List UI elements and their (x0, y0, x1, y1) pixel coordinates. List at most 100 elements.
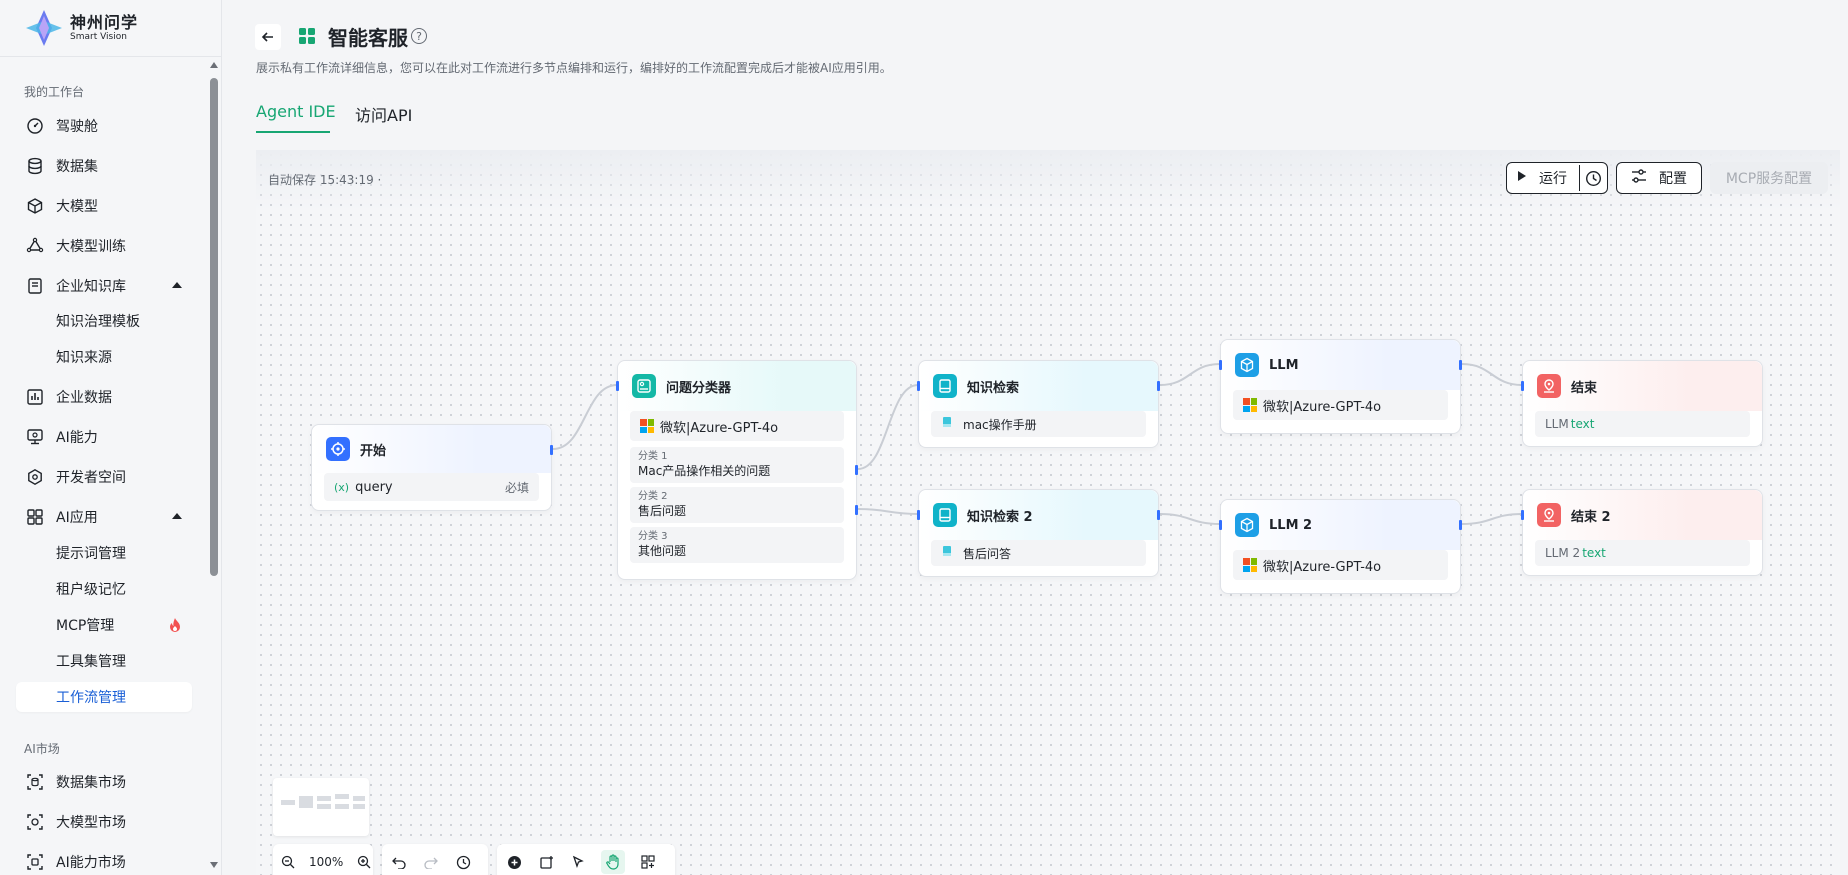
node-llm-2[interactable]: LLM 2 微软|Azure-GPT-4o (1219, 499, 1462, 594)
minimap-node (335, 804, 349, 809)
required-tag: 必填 (504, 480, 529, 495)
zoom-level[interactable]: 100% (309, 855, 344, 869)
sidebar-item-training[interactable]: 大模型训练 (16, 230, 192, 262)
sidebar-item-toolset[interactable]: 工具集管理 (56, 654, 126, 670)
ref-var: text (1570, 417, 1595, 431)
knowledge-doc[interactable]: mac操作手册 (931, 411, 1146, 437)
end-icon (1537, 374, 1561, 398)
run-button[interactable]: 运行 (1506, 162, 1608, 194)
output-port[interactable] (855, 465, 858, 475)
class-label: 分类 2 (638, 491, 668, 502)
model-selector[interactable]: 微软|Azure-GPT-4o (1233, 390, 1448, 420)
output-port[interactable] (1157, 510, 1160, 520)
sidebar-item-ai-market[interactable]: AI能力市场 (16, 846, 192, 875)
model-name: 微软|Azure-GPT-4o (1263, 559, 1382, 575)
help-icon[interactable]: ? (411, 28, 427, 44)
sidebar-item-prompt[interactable]: 提示词管理 (56, 546, 126, 562)
output-port[interactable] (1459, 520, 1462, 530)
divider (0, 56, 222, 57)
scroll-up-icon[interactable] (210, 62, 218, 68)
mcp-config-button[interactable]: MCP服务配置 (1710, 162, 1828, 194)
zoom-toolbar: 100% (273, 844, 373, 875)
input-port[interactable] (917, 381, 920, 391)
sidebar-item-model-market[interactable]: 大模型市场 (16, 806, 192, 838)
sidebar-item-ai-capability[interactable]: AI能力 (16, 421, 192, 453)
node-llm[interactable]: LLM 微软|Azure-GPT-4o (1219, 339, 1462, 434)
sidebar-item-cockpit[interactable]: 驾驶舱 (16, 110, 192, 142)
zoom-in-icon[interactable] (357, 853, 371, 871)
class-label: 分类 1 (638, 451, 668, 462)
collapse-icon[interactable] (172, 282, 182, 288)
sidebar-item-label: 数据集市场 (56, 775, 126, 791)
node-knowledge-retrieval[interactable]: 知识检索 mac操作手册 (917, 360, 1160, 448)
run-history-icon[interactable] (1585, 170, 1602, 191)
add-node-icon[interactable] (505, 853, 523, 871)
model-selector[interactable]: 微软|Azure-GPT-4o (1233, 550, 1448, 580)
add-note-icon[interactable] (537, 853, 555, 871)
sidebar-item-workflow[interactable]: 工作流管理 (16, 682, 192, 712)
undo-icon[interactable] (390, 853, 408, 871)
model-selector[interactable]: 微软|Azure-GPT-4o (630, 411, 844, 441)
output-port[interactable] (1459, 360, 1462, 370)
config-button[interactable]: 配置 (1616, 162, 1702, 194)
input-port[interactable] (1521, 381, 1524, 391)
node-start[interactable]: 开始 (x) query 必填 (311, 424, 553, 511)
sidebar-item-label: AI能力 (56, 430, 98, 446)
canvas-minimap[interactable] (273, 778, 369, 836)
sidebar-item-model[interactable]: 大模型 (16, 190, 192, 222)
sidebar-item-knowledge[interactable]: 企业知识库 (16, 270, 192, 302)
input-port[interactable] (1219, 360, 1222, 370)
sidebar-item-governance-template[interactable]: 知识治理模板 (56, 314, 140, 330)
sidebar-item-mcp[interactable]: MCP管理 (16, 610, 192, 640)
sidebar-item-label: 大模型 (56, 199, 98, 215)
sidebar-item-enterprise-data[interactable]: 企业数据 (16, 381, 192, 413)
layout-icon[interactable] (639, 853, 657, 871)
class-item[interactable]: 分类 2 售后问题 (630, 487, 844, 523)
output-port[interactable] (855, 505, 858, 515)
redo-icon[interactable] (422, 853, 440, 871)
tab-access-api[interactable]: 访问API (355, 106, 413, 125)
zoom-out-icon[interactable] (281, 853, 295, 871)
scroll-down-icon[interactable] (210, 862, 218, 868)
back-button[interactable] (255, 24, 281, 50)
sidebar-item-tenant-memory[interactable]: 租户级记忆 (56, 582, 126, 598)
node-knowledge-retrieval-2[interactable]: 知识检索 2 售后问答 (917, 489, 1160, 577)
history-icon[interactable] (454, 853, 472, 871)
autosave-status: 自动保存 15:43:19 · (268, 173, 382, 187)
sidebar-item-developer[interactable]: 开发者空间 (16, 461, 192, 493)
scroll-thumb[interactable] (210, 78, 218, 576)
brand-logo[interactable]: 神州问学 Smart Vision (24, 8, 138, 48)
sidebar-item-label: 大模型市场 (56, 815, 126, 831)
knowledge-doc[interactable]: 售后问答 (931, 540, 1146, 566)
sidebar-item-knowledge-source[interactable]: 知识来源 (56, 350, 112, 366)
model-market-icon (26, 813, 44, 831)
sidebar-item-dataset[interactable]: 数据集 (16, 150, 192, 182)
input-port[interactable] (1219, 520, 1222, 530)
class-item[interactable]: 分类 1 Mac产品操作相关的问题 (630, 447, 844, 483)
output-port[interactable] (1157, 381, 1160, 391)
end-output-ref[interactable]: LLM 2 text (1535, 540, 1750, 566)
training-icon (26, 237, 44, 255)
sidebar-scrollbar[interactable] (209, 60, 219, 870)
class-item[interactable]: 分类 3 其他问题 (630, 527, 844, 563)
input-port[interactable] (917, 510, 920, 520)
book-icon (933, 374, 957, 398)
end-output-ref[interactable]: LLM text (1535, 411, 1750, 437)
pointer-icon[interactable] (569, 853, 587, 871)
output-port[interactable] (550, 445, 553, 455)
node-end[interactable]: 结束 LLM text (1521, 360, 1763, 447)
tab-agent-ide[interactable]: Agent IDE (256, 102, 336, 121)
sidebar-item-dataset-market[interactable]: 数据集市场 (16, 766, 192, 798)
sidebar-item-label: 大模型训练 (56, 239, 126, 255)
brand-name-cn: 神州问学 (70, 12, 139, 32)
node-end-2[interactable]: 结束 2 LLM 2 text (1521, 489, 1763, 576)
collapse-icon[interactable] (172, 513, 182, 519)
node-classifier[interactable]: 问题分类器 微软|Azure-GPT-4o 分类 1 Mac产品操作相关的问题 … (616, 360, 858, 580)
input-port[interactable] (616, 381, 619, 391)
hand-pan-icon[interactable] (601, 850, 625, 874)
input-port[interactable] (1521, 510, 1524, 520)
sidebar-item-label: 开发者空间 (56, 470, 126, 486)
start-variable[interactable]: (x) query 必填 (324, 473, 539, 501)
minimap-node (353, 796, 365, 801)
sidebar-item-ai-apps[interactable]: AI应用 (16, 501, 192, 533)
